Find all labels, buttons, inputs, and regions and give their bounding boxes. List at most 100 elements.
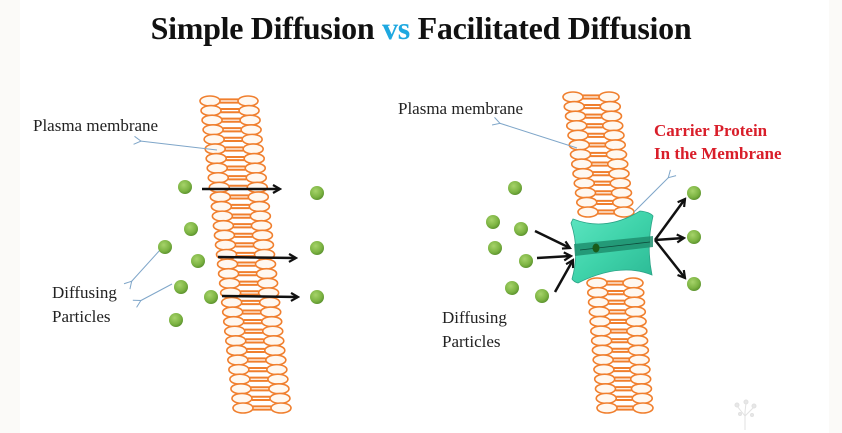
lipid-row [201,114,261,126]
lipid-head [213,229,236,242]
right-particles-label-line2: Particles [442,332,501,351]
lipid-head [567,129,589,142]
lipid-head [591,344,614,357]
left-diffusion-arrows [202,189,298,297]
lipid-row [205,152,265,165]
carrier-protein [570,210,654,284]
right-outgoing-arrows [653,199,685,278]
lipid-row [218,277,279,290]
lipid-row [208,181,269,194]
diffused-particle [687,230,701,244]
lipid-head [613,206,635,218]
lipid-head [214,239,237,251]
lipid-row [564,110,623,122]
incoming-arrow [553,260,573,293]
diffusing-particle [178,180,192,194]
lipid-head [622,277,644,289]
lipid-head [586,277,608,289]
lipid-head [626,325,648,337]
lipid-head [587,296,610,309]
lipid-head [259,306,282,318]
lipid-row [206,162,267,174]
lipid-head [245,171,268,184]
lipid-row [575,196,634,209]
incoming-arrow [534,229,570,248]
lipid-head [604,139,627,151]
lipid-head [565,119,588,132]
lipid-head [609,177,632,190]
lipid-row [586,277,644,289]
left-plasma-membrane [199,95,292,414]
lipid-head [568,139,591,151]
lipid-head [594,382,617,395]
lipid-head [629,373,652,385]
lipid-head [598,91,620,103]
lipid-head [229,373,251,386]
lipid-row [229,373,289,386]
lipid-head [611,196,634,209]
lipid-head [249,210,272,222]
lipid-head [264,344,286,357]
lipid-head [224,335,247,347]
incoming-arrow [536,256,571,258]
lipid-head [605,148,628,161]
right-outside-particles [486,181,549,303]
lipid-head [596,402,618,414]
lipid-head [608,167,630,180]
lipid-head [216,258,239,270]
diffused-particle [687,277,701,291]
title-facilitated-diffusion: Facilitated Diffusion [417,10,692,46]
lipid-head [203,133,225,146]
diffusion-arrow [217,257,296,258]
left-particles-leader-line-2 [132,283,173,308]
lipid-head [207,171,230,184]
lipid-head [268,383,290,395]
lipid-row [223,325,284,338]
lipid-row [589,315,647,328]
carrier-protein-leader-line [633,169,677,213]
lipid-head [624,306,647,318]
lipid-head [254,258,277,270]
left-particles-label-line2: Particles [52,307,111,326]
left-outside-particles [158,180,218,327]
lipid-row [588,306,647,318]
lipid-row [204,143,264,155]
lipid-head [205,152,227,165]
right-plasma-membrane-upper [562,91,635,218]
left-edge-strip [0,0,20,433]
lipid-row [216,258,277,270]
lipid-head [590,325,612,337]
diffused-particle [687,186,701,200]
lipid-row [562,91,620,103]
lipid-head [230,383,252,395]
lipid-row [224,335,285,347]
lipid-row [221,306,282,318]
lipid-row [569,148,628,161]
lipid-head [255,267,278,280]
lipid-row [199,95,259,107]
lipid-head [270,402,292,414]
lipid-head [562,91,584,103]
title-simple-diffusion: Simple Diffusion [150,10,375,46]
lipid-head [210,200,233,213]
lipid-row [573,177,632,190]
diffused-particle [310,241,324,255]
lipid-head [248,200,271,213]
lipid-head [218,277,241,290]
right-particles-label-line1: Diffusing [442,308,507,327]
diffusing-particle [535,289,549,303]
lipid-row [227,354,287,366]
lipid-head [592,354,614,366]
lipid-head [572,167,594,180]
lipid-head [623,296,646,309]
lipid-head [201,114,223,126]
lipid-row [203,133,263,146]
lipid-head [574,187,597,199]
lipid-row [586,286,645,299]
lipid-row [572,167,630,180]
dandelion-watermark-icon [734,399,757,430]
lipid-head [262,335,285,347]
outgoing-arrow [654,238,684,240]
lipid-head [564,110,587,122]
lipid-head [625,315,647,328]
